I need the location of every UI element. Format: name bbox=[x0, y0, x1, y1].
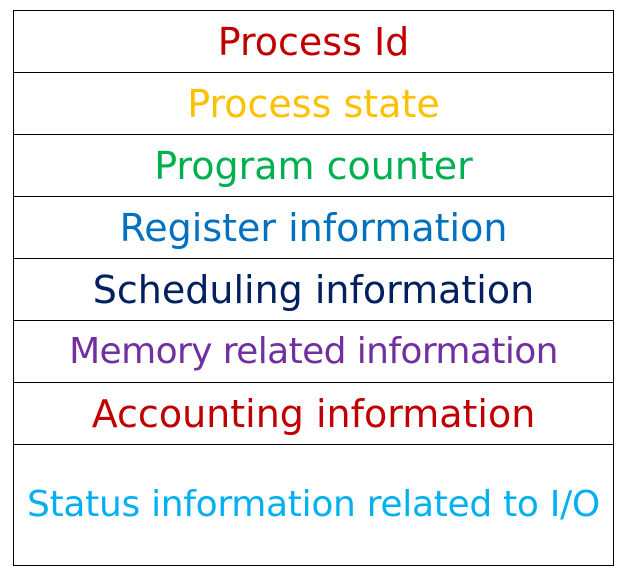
pcb-row-label: Memory related information bbox=[69, 330, 558, 372]
pcb-row-label: Register information bbox=[119, 205, 508, 250]
pcb-row-accounting-information: Accounting information bbox=[14, 383, 613, 445]
pcb-row-label: Status information related to I/O bbox=[27, 484, 600, 525]
pcb-row-scheduling-information: Scheduling information bbox=[14, 259, 613, 321]
pcb-row-label: Process Id bbox=[217, 19, 410, 64]
pcb-row-program-counter: Program counter bbox=[14, 135, 613, 197]
pcb-row-process-state: Process state bbox=[14, 73, 613, 135]
pcb-row-memory-related-information: Memory related information bbox=[14, 321, 613, 383]
pcb-row-label: Accounting information bbox=[91, 391, 536, 436]
pcb-row-label: Process state bbox=[187, 81, 440, 126]
pcb-row-process-id: Process Id bbox=[14, 11, 613, 73]
pcb-row-label: Program counter bbox=[154, 143, 473, 188]
pcb-row-label: Scheduling information bbox=[92, 267, 535, 312]
pcb-row-status-information: Status information related to I/O bbox=[14, 445, 613, 565]
pcb-row-register-information: Register information bbox=[14, 197, 613, 259]
process-control-block-table: Process Id Process state Program counter… bbox=[13, 10, 614, 566]
